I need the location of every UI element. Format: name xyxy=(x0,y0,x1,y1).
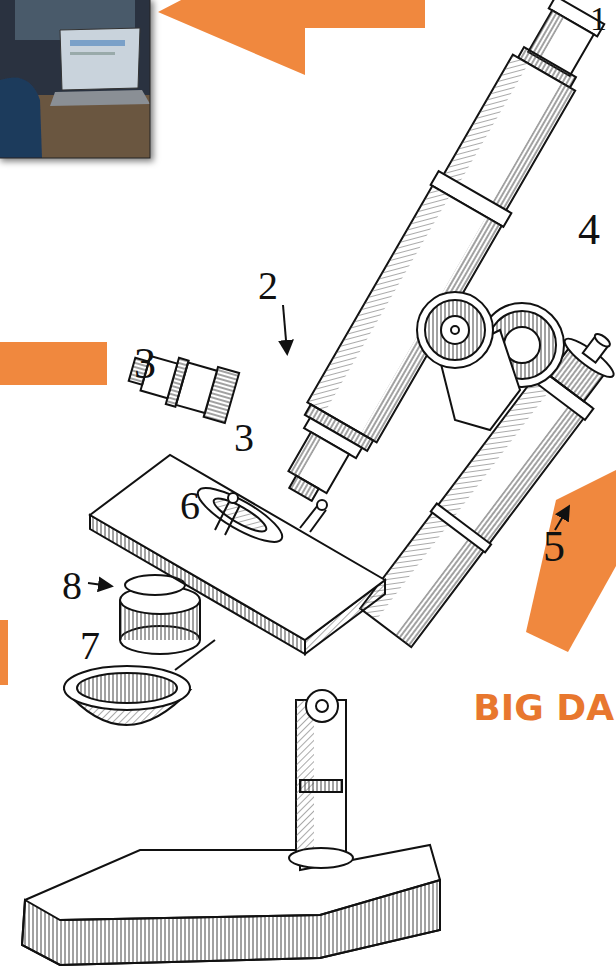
microscope-base xyxy=(22,845,440,965)
callout-number: 1 xyxy=(590,2,607,36)
body-tube xyxy=(264,0,616,515)
callout-number: 7 xyxy=(80,626,100,666)
coarse-focus-knob xyxy=(417,292,493,368)
orange-bar xyxy=(0,620,8,685)
orange-arrow xyxy=(158,0,425,75)
callout-number: 5 xyxy=(543,525,565,569)
pillar xyxy=(289,690,353,868)
callout-number: 3 xyxy=(234,418,254,458)
callout-number: 8 xyxy=(62,566,82,606)
callout-number: 3 xyxy=(134,342,156,386)
slide-heading: BIG DA xyxy=(473,690,614,726)
orange-arrow xyxy=(526,470,616,652)
callout-number: 4 xyxy=(578,208,600,252)
callout-number: 2 xyxy=(258,266,278,306)
chair xyxy=(0,78,42,159)
inset-photo xyxy=(0,0,150,158)
stage xyxy=(90,455,385,654)
callout-number: 6 xyxy=(180,486,200,526)
orange-bar xyxy=(0,342,107,385)
leader-arrow xyxy=(88,583,110,586)
leader-arrow xyxy=(283,305,287,352)
laptop-screen xyxy=(60,28,140,90)
